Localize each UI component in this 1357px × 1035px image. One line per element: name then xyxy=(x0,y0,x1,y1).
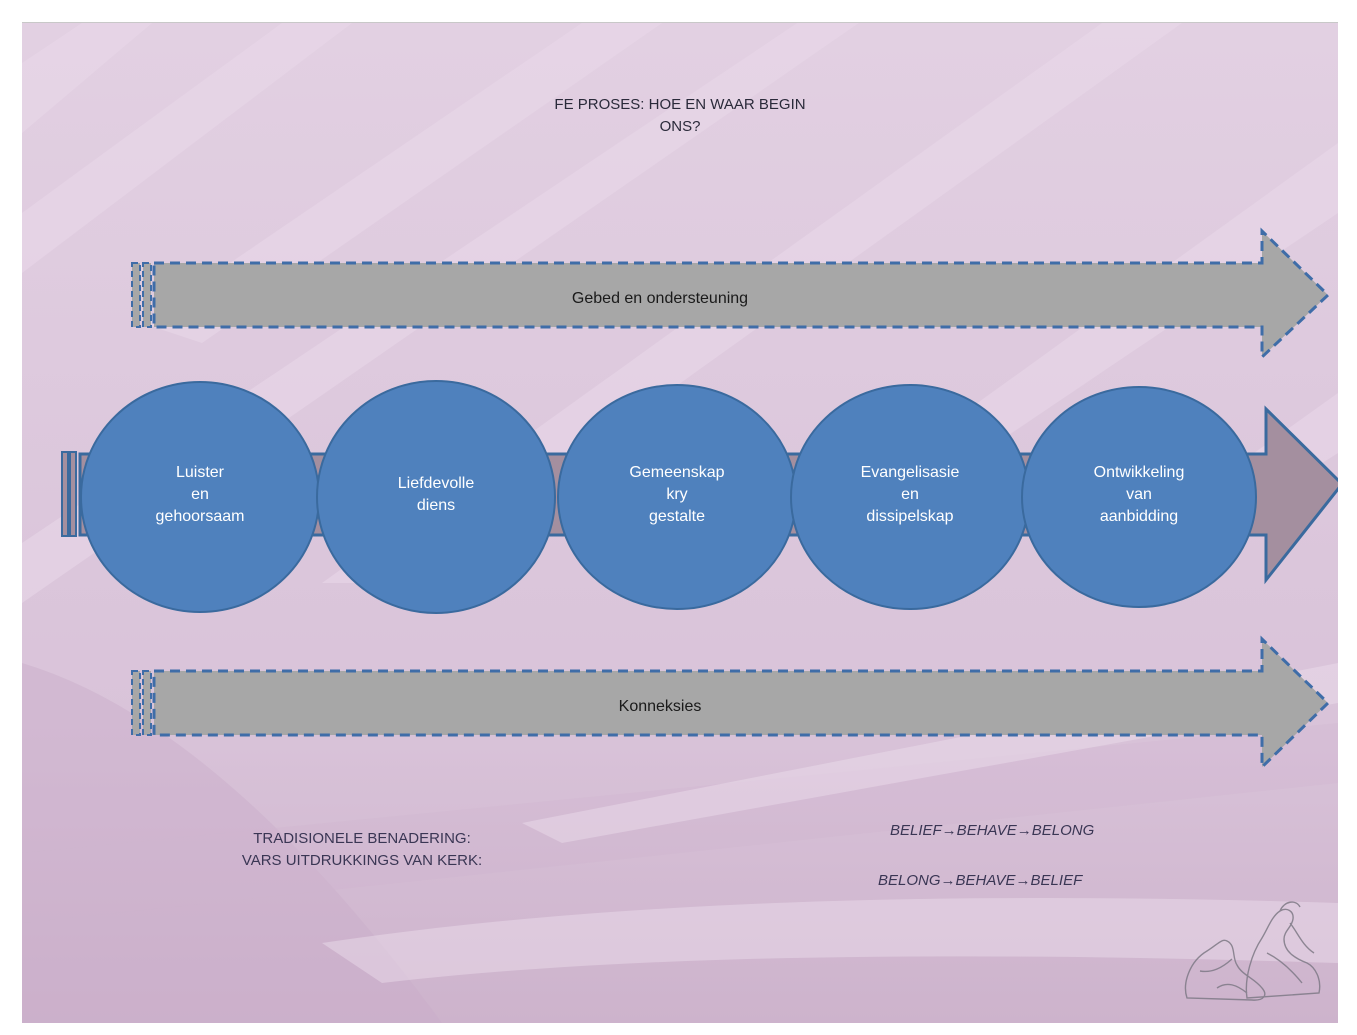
process-circles xyxy=(80,380,1257,614)
traditional-line-2: VARS UITDRUKKINGS VAN KERK: xyxy=(241,852,483,869)
circle-label-line: kry xyxy=(666,486,688,503)
circle-label-worship: Ontwikkeling van aanbidding xyxy=(1039,462,1239,528)
page-title: FE PROSES: HOE EN WAAR BEGIN ONS? xyxy=(542,94,818,138)
circle-label-evangelism: Evangelisasie en dissipelskap xyxy=(810,462,1010,528)
circle-label-line: Luister xyxy=(175,464,225,481)
circle-label-line: gehoorsaam xyxy=(155,508,245,525)
connections-arrow-label: Konneksies xyxy=(618,698,702,715)
connections-arrow xyxy=(131,635,1331,771)
circle-label-line: Evangelisasie xyxy=(860,464,960,481)
circle-label-line: dissipelskap xyxy=(866,508,954,525)
traditional-approach-text: TRADISIONELE BENADERING: VARS UITDRUKKIN… xyxy=(192,828,532,872)
circle-label-community: Gemeenskap kry gestalte xyxy=(577,462,777,528)
circle-label-listen: Luister en gehoorsaam xyxy=(100,462,300,528)
circle-label-line: Ontwikkeling xyxy=(1093,464,1185,481)
sequence-belong-first: BELONG→BEHAVE→BELIEF xyxy=(878,872,1083,889)
circle-label-line: Gemeenskap xyxy=(629,464,725,481)
circle-label-line: diens xyxy=(416,497,456,514)
traditional-line-1: TRADISIONELE BENADERING: xyxy=(253,830,471,847)
prayer-arrow xyxy=(131,227,1331,361)
circle-label-line: en xyxy=(901,486,919,503)
circle-worship xyxy=(1021,386,1257,608)
arrows-layer xyxy=(61,227,1338,1001)
circle-label-service: Liefdevolle diens xyxy=(336,473,536,517)
circle-label-line: gestalte xyxy=(648,508,706,525)
title-line-2: ONS? xyxy=(659,118,701,135)
circle-label-line: aanbidding xyxy=(1099,508,1179,525)
prayer-arrow-label: Gebed en ondersteuning xyxy=(571,290,749,307)
title-line-1: FE PROSES: HOE EN WAAR BEGIN xyxy=(554,96,806,113)
sequence-belief-first: BELIEF→BEHAVE→BELONG xyxy=(890,822,1095,839)
slide: FE PROSES: HOE EN WAAR BEGIN ONS? xyxy=(22,22,1338,1023)
circle-label-line: Liefdevolle xyxy=(397,475,475,492)
circle-service xyxy=(316,380,556,614)
circle-label-line: van xyxy=(1126,486,1152,503)
praying-figures-sketch xyxy=(1184,901,1321,1001)
circle-label-line: en xyxy=(191,486,209,503)
